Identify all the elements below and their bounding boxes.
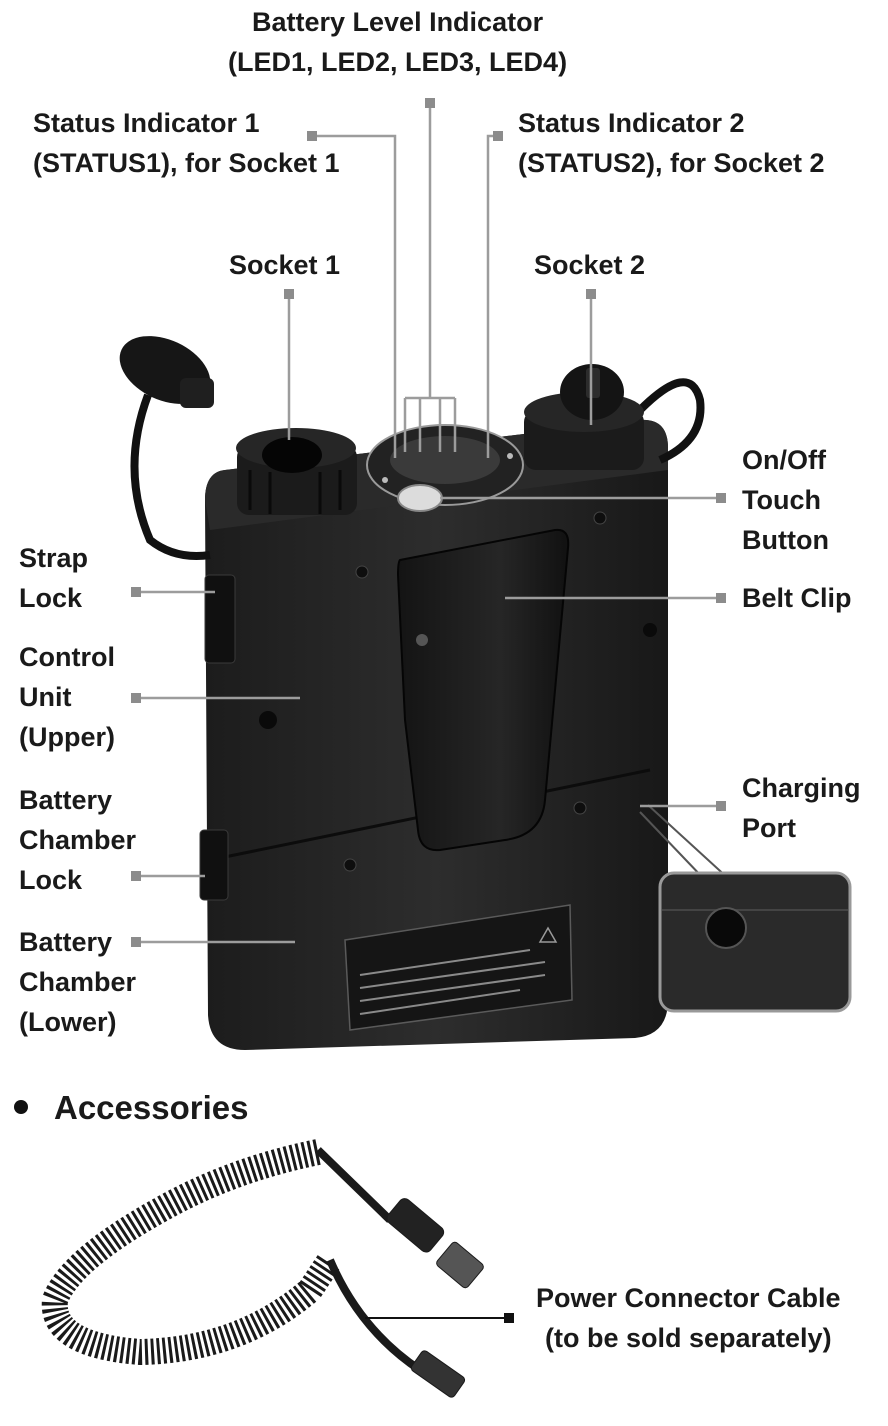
label-status-indicator-2: Status Indicator 2(STATUS2), for Socket …: [518, 108, 825, 178]
label-battery-level-indicator: Battery Level Indicator(LED1, LED2, LED3…: [228, 7, 568, 77]
charging-port-inset: [639, 804, 852, 1013]
label-belt-clip: Belt Clip: [742, 583, 852, 613]
belt-clip: [396, 528, 570, 852]
socket-cap: [119, 336, 214, 560]
label-status-indicator-1: Status Indicator 1(STATUS1), for Socket …: [33, 108, 340, 178]
label-power-connector-cable: Power Connector Cable(to be sold separat…: [536, 1283, 841, 1353]
label-socket-2: Socket 2: [534, 250, 646, 280]
socket-1: [236, 428, 357, 515]
socket-2: [524, 364, 705, 470]
bullet-icon: [14, 1100, 28, 1114]
label-socket-1: Socket 1: [229, 250, 341, 280]
accessories-heading: Accessories: [54, 1089, 249, 1126]
leader-markers: [131, 98, 726, 947]
coiled-cable: [41, 1139, 508, 1398]
